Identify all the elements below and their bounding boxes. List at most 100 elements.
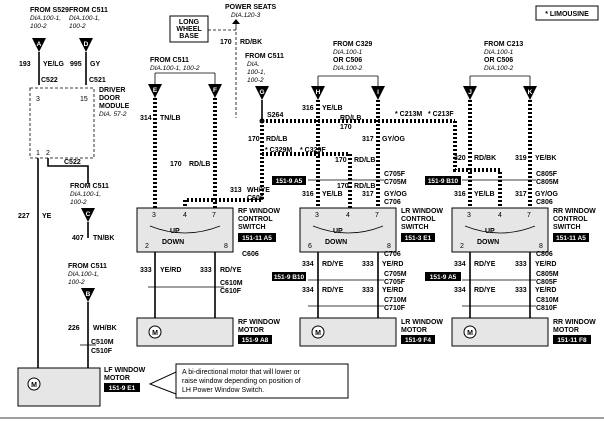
wire-334b-num: 334	[302, 287, 314, 294]
rr-switch-up: UP	[485, 228, 495, 235]
wire-316b-color: YE/LB	[322, 191, 343, 198]
wire-320-color: RD/BK	[474, 155, 496, 162]
source-c213-ref1: DIA.100-1	[484, 49, 514, 56]
lr-switch-down: DOWN	[325, 239, 347, 246]
pin-d-marker	[79, 38, 93, 52]
source-c329-or: OR C506	[333, 57, 362, 64]
lr-motor-symbol	[311, 325, 325, 339]
lr-switch-cell: 151-3 E1	[405, 235, 432, 242]
rf-motor-cell: 151-9 A8	[242, 337, 269, 344]
lr-switch-line3: SWITCH	[401, 224, 429, 231]
wire-170d-num: 170	[335, 157, 347, 164]
wire-170-rr	[453, 121, 502, 208]
conn-c329f: * C329F	[300, 147, 326, 154]
lr-motor-line2: MOTOR	[401, 327, 427, 334]
conn-c710m: C710M	[384, 297, 407, 304]
rr-switch-line3: SWITCH	[553, 224, 581, 231]
wire-170b-num: 170	[248, 136, 260, 143]
lr-switch-line2: CONTROL	[401, 216, 436, 223]
wire-333d-num: 333	[362, 287, 374, 294]
rf-motor-line2: MOTOR	[238, 327, 264, 334]
ddm-line3: MODULE	[99, 103, 130, 110]
cell-c3-bg	[425, 176, 461, 185]
wire-333c-color: YE/RD	[382, 261, 403, 268]
rf-switch-line3: SWITCH	[238, 224, 266, 231]
conn-c805m: C805M	[536, 179, 559, 186]
pin-f-marker	[208, 84, 222, 98]
wire-170a-color: RD/BK	[240, 39, 262, 46]
source-c511-g-from: FROM C511	[245, 53, 284, 60]
wire-170b-color: RD/LB	[266, 136, 287, 143]
lr-switch-p4: 4	[346, 212, 350, 219]
wire-333d-color: YE/RD	[382, 287, 403, 294]
wire-334b-color: RD/YE	[322, 287, 344, 294]
wire-313-num: 313	[230, 187, 242, 194]
wire-320-num: 320	[454, 155, 466, 162]
wire-316a-color: YE/LB	[322, 105, 343, 112]
rr-switch-line2: CONTROL	[553, 216, 588, 223]
wire-314-color: TN/LB	[160, 115, 181, 122]
wire-170d-color: RD/LB	[354, 157, 375, 164]
legend-note-box	[535, 5, 599, 21]
conn-c805f: C805F	[536, 171, 558, 178]
ddm-pin-2: 2	[46, 150, 50, 157]
conn-c705m: C705M	[384, 179, 407, 186]
rr-motor-m: M	[467, 330, 473, 337]
rf-switch-p4: 4	[183, 212, 187, 219]
wire-333f-color: YE/RD	[535, 287, 556, 294]
rf-switch-box	[136, 207, 234, 253]
lr-motor-m: M	[315, 330, 321, 337]
rf-switch-rocker	[149, 225, 221, 234]
source-c511-g-ref3: 100-2	[247, 77, 264, 84]
lr-switch-p6: 6	[308, 243, 312, 250]
lr-switch-p3: 3	[315, 212, 319, 219]
callout-pointer	[148, 371, 177, 395]
source-c511-b-from: FROM C511	[68, 263, 107, 270]
wire-334d-color: RD/YE	[474, 287, 496, 294]
lf-motor-line1: LF WINDOW	[104, 367, 146, 374]
conn-c805m2: C805M	[536, 271, 559, 278]
wire-333e-num: 333	[515, 261, 527, 268]
lr-switch-up: UP	[333, 228, 343, 235]
source-c213-or: OR C506	[484, 57, 513, 64]
source-c329-from: FROM C329	[333, 41, 372, 48]
wire-316b-num: 316	[302, 191, 314, 198]
wire-333e-color: YE/RD	[535, 261, 556, 268]
pin-j-label: J	[468, 89, 472, 96]
conn-c705f2: C705F	[384, 279, 406, 286]
cell-c1-bg	[272, 176, 306, 185]
cell-c1: 151-9 A5	[276, 178, 303, 185]
lr-motor-line1: LR WINDOW	[401, 319, 443, 326]
wire-170-rf	[183, 121, 264, 208]
long-wheel-base-box	[169, 15, 209, 43]
pin-g-marker	[255, 86, 269, 100]
wire-227-num: 227	[18, 213, 30, 220]
source-c329-ref2: DIA.100-2	[333, 65, 363, 72]
conn-c521: C521	[89, 77, 106, 84]
conn-c705f: C705F	[384, 171, 406, 178]
conn-c706b: C706	[384, 251, 401, 258]
rf-switch-p7: 7	[212, 212, 216, 219]
rr-switch-box	[451, 207, 549, 253]
rr-motor-symbol	[463, 325, 477, 339]
conn-c329m: * C329M	[265, 147, 292, 154]
lr-motor-cell-bg	[401, 335, 435, 344]
rr-switch-p2: 2	[460, 243, 464, 250]
source-s529-ref2: 100-2	[30, 23, 47, 30]
lr-switch-cell-bg	[401, 233, 435, 242]
power-seats-ref: DIA.120-3	[231, 12, 261, 19]
rf-switch-cell-bg	[238, 233, 276, 242]
rf-motor-box	[136, 317, 234, 347]
source-c511-e-from: FROM C511	[150, 57, 189, 64]
conn-c805f2: C805F	[536, 279, 558, 286]
lr-switch-p8: 8	[387, 243, 391, 250]
wire-193-color: YE/LG	[43, 61, 65, 68]
source-c511-a-from: FROM C511	[69, 7, 108, 14]
pin-j-marker	[463, 86, 477, 100]
wire-227-color: YE	[42, 213, 52, 220]
wire-316c-color: YE/LB	[474, 191, 495, 198]
pin-k-marker	[523, 86, 537, 100]
wire-334c-num: 334	[454, 261, 466, 268]
splice-s264-label: S264	[267, 112, 283, 119]
